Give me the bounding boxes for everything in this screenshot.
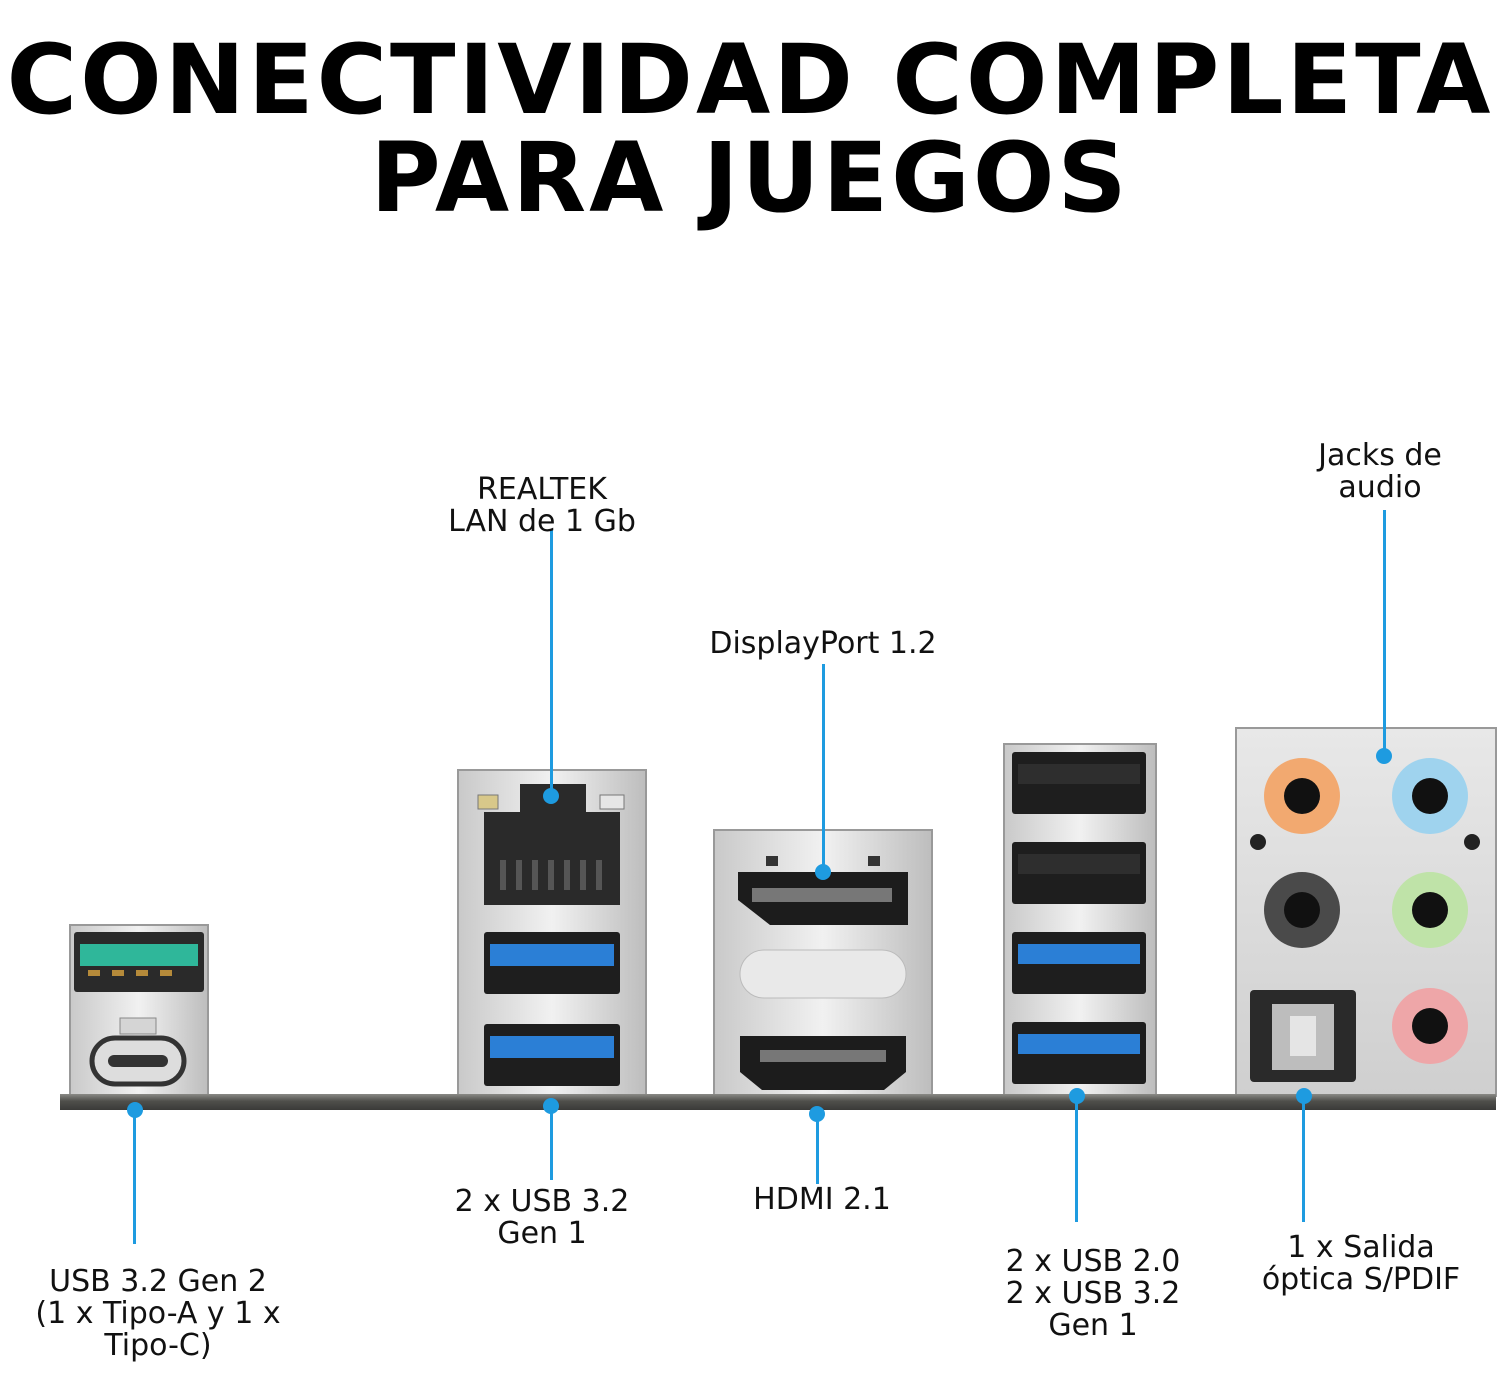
leader-line-usb-gen2 xyxy=(133,1110,136,1244)
leader-dot-audio xyxy=(1376,748,1392,764)
label-hdmi: HDMI 2.1 xyxy=(753,1182,891,1217)
leader-dot-lan xyxy=(543,788,559,804)
leader-line-lan xyxy=(550,530,553,796)
motherboard-edge xyxy=(60,1094,1496,1110)
usb3-blue-tongue xyxy=(490,944,614,966)
leader-line-usb-gen1 xyxy=(550,1106,553,1180)
audio-panel xyxy=(1235,727,1497,1097)
leader-line-usb-mixed xyxy=(1075,1096,1078,1222)
usb-quad-port-stack xyxy=(1003,743,1157,1097)
usb-gen2-port-stack xyxy=(69,924,209,1096)
leader-line-hdmi xyxy=(816,1114,819,1184)
leader-line-displayport xyxy=(822,664,825,872)
leader-line-audio xyxy=(1383,510,1386,756)
label-displayport: DisplayPort 1.2 xyxy=(709,626,937,661)
lan-usb-port-stack xyxy=(457,769,647,1097)
leader-line-spdif xyxy=(1302,1096,1305,1222)
usb3-blue-tongue xyxy=(490,1036,614,1058)
leader-dot-displayport xyxy=(815,864,831,880)
hdmi-socket xyxy=(740,1036,906,1090)
usb-gen2-teal-tongue xyxy=(80,944,198,966)
page-title-line-1: CONECTIVIDAD COMPLETA xyxy=(6,24,1494,136)
page-title-line-2: PARA JUEGOS xyxy=(370,122,1130,234)
video-port-stack xyxy=(713,829,933,1097)
